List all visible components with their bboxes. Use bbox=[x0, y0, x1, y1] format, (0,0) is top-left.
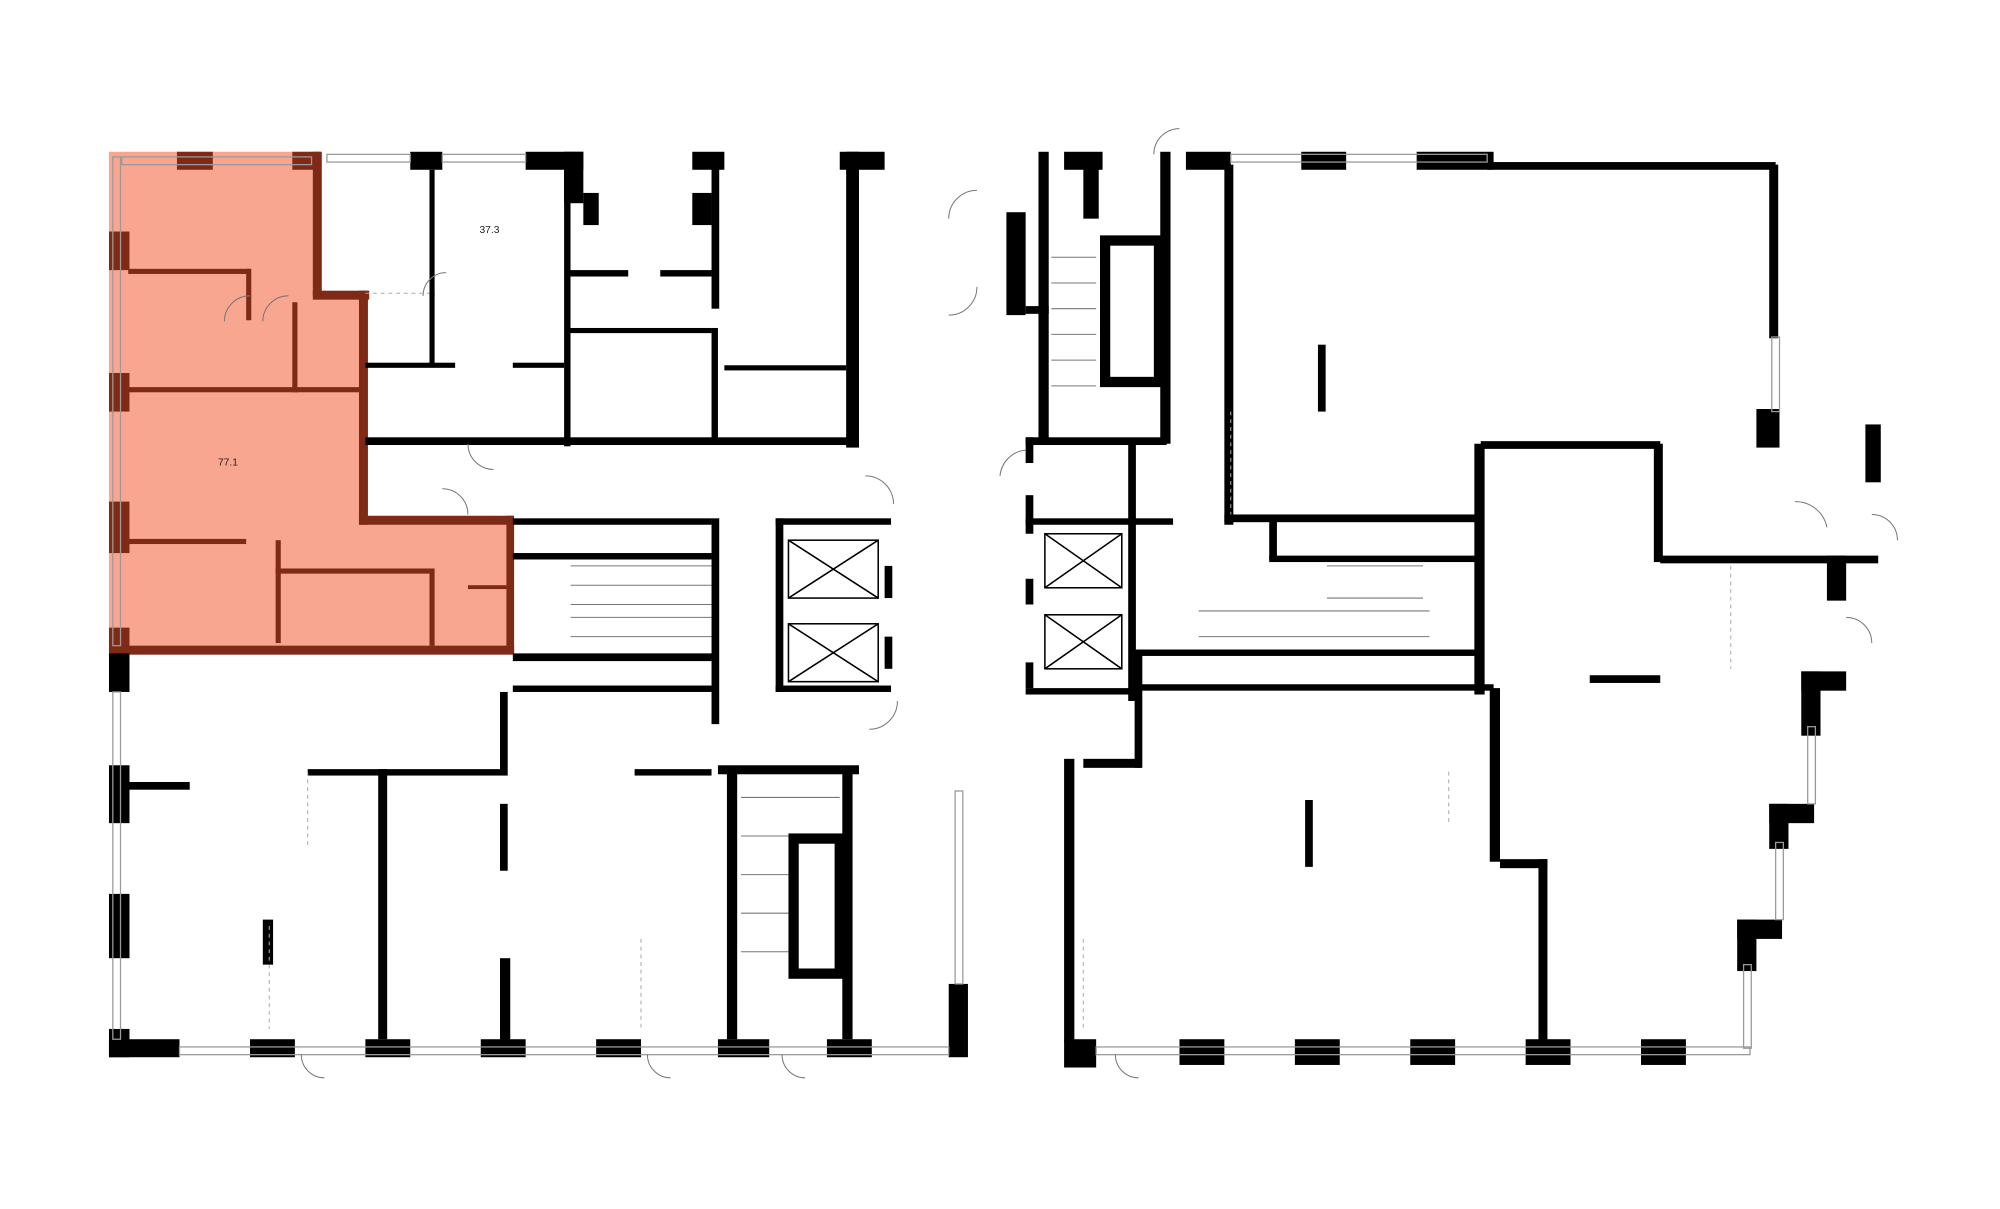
elevator-2 bbox=[787, 623, 879, 683]
apartment-77-window bbox=[112, 156, 122, 647]
apartment-77-window-top bbox=[121, 156, 313, 166]
stairs bbox=[570, 235, 1430, 979]
apartment-77-fill[interactable] bbox=[108, 151, 513, 654]
elevator-3 bbox=[1044, 532, 1123, 589]
elevator-1 bbox=[787, 539, 879, 599]
windows bbox=[112, 153, 1817, 1056]
elevators bbox=[787, 532, 1123, 683]
elevator-4 bbox=[1044, 614, 1123, 670]
apartment-77-highlight[interactable]: 77.1 bbox=[108, 151, 515, 655]
unit-area-label: 77.1 bbox=[218, 458, 238, 469]
unit-area-label: 37.3 bbox=[479, 225, 499, 236]
building-walls bbox=[108, 151, 1881, 1068]
apartment-77-walls bbox=[108, 151, 515, 655]
doors bbox=[223, 128, 1898, 1079]
small-unit-37[interactable]: 37.3 bbox=[479, 225, 499, 236]
